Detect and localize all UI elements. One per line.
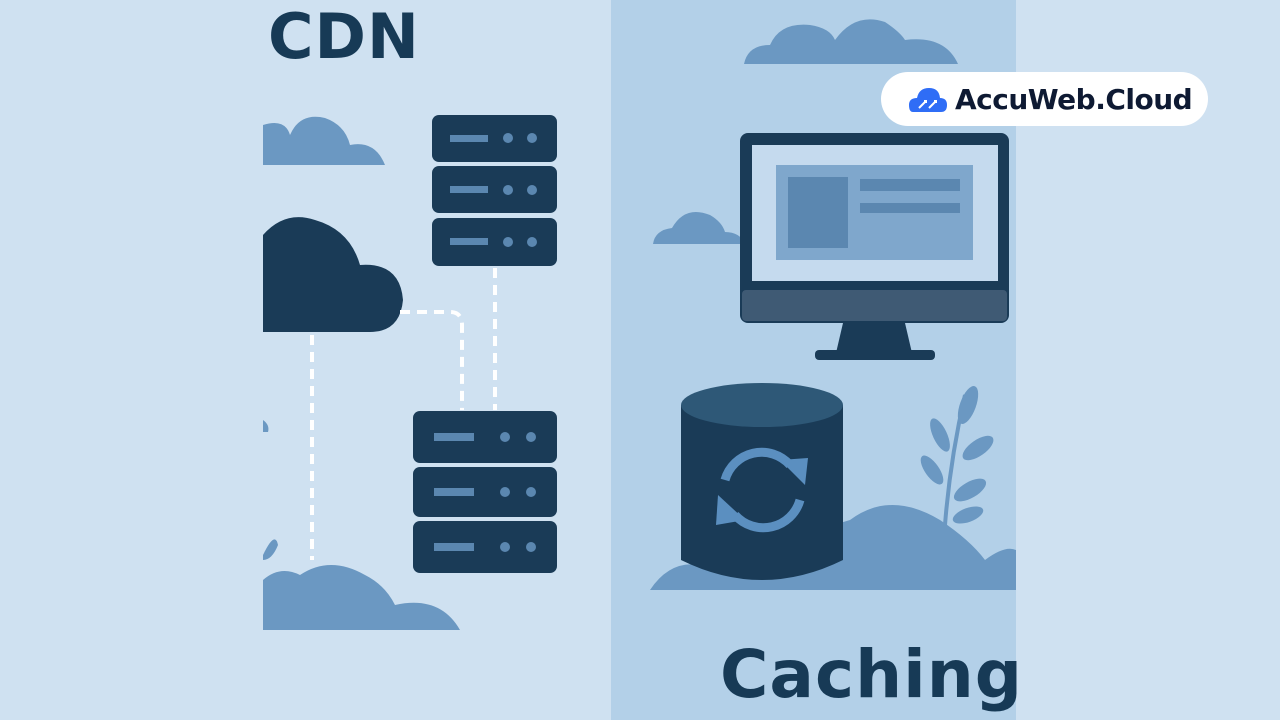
caching-title: Caching bbox=[720, 636, 1023, 713]
server-stack-bottom bbox=[413, 411, 557, 573]
refresh-icon bbox=[720, 447, 805, 533]
origin-cloud-icon bbox=[263, 217, 403, 332]
server-stack-top bbox=[432, 115, 557, 266]
connector-lines bbox=[310, 268, 497, 560]
plant-icon bbox=[920, 386, 994, 526]
logo-text: AccuWeb.Cloud bbox=[955, 82, 1193, 116]
cloud-logo-icon bbox=[909, 88, 947, 112]
accuweb-logo-badge: AccuWeb.Cloud bbox=[881, 72, 1208, 126]
database-cache-icon bbox=[681, 383, 843, 580]
cloud-icon bbox=[744, 19, 958, 64]
monitor-icon bbox=[740, 133, 1009, 360]
cloud-icon bbox=[653, 211, 745, 244]
cloud-icon bbox=[263, 116, 385, 165]
cloud-icon bbox=[263, 565, 460, 630]
cdn-title: CDN bbox=[268, 0, 420, 73]
